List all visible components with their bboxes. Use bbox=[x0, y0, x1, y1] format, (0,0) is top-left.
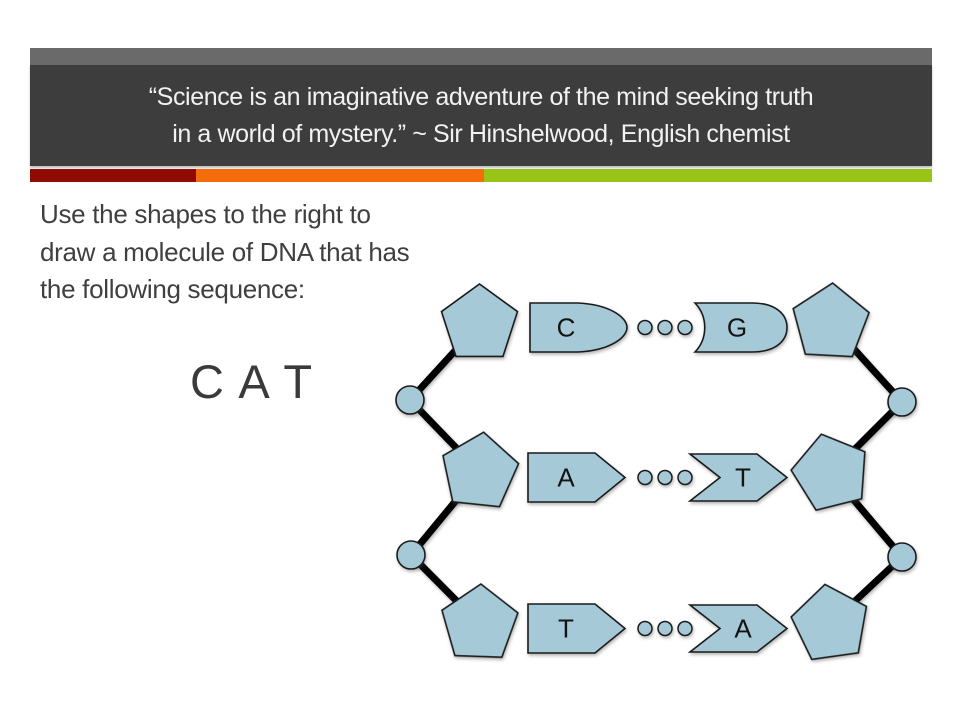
hydrogen-bond-dot bbox=[657, 319, 673, 336]
hydrogen-bond-dot bbox=[677, 469, 693, 486]
accent-stripe-orange bbox=[196, 169, 484, 182]
pentagon-sugar bbox=[440, 283, 519, 358]
accent-stripe-green bbox=[484, 169, 932, 182]
phosphate-circle bbox=[395, 385, 425, 415]
pentagon-sugar bbox=[441, 583, 519, 659]
base-label-right: T bbox=[735, 463, 751, 493]
header-top-band bbox=[30, 48, 932, 65]
base-label-right: A bbox=[734, 614, 752, 644]
quote-line-2: in a world of mystery.” ~ Sir Hinshelwoo… bbox=[172, 119, 790, 148]
pentagon-sugar bbox=[790, 583, 868, 661]
instruction-line-2: draw a molecule of DNA that has bbox=[40, 236, 410, 267]
quote-block: “Science is an imaginative adventure of … bbox=[30, 65, 932, 166]
accent-stripe bbox=[30, 169, 932, 182]
hydrogen-bond-dot bbox=[677, 319, 693, 336]
hydrogen-bond-dot bbox=[637, 620, 653, 637]
header-banner: “Science is an imaginative adventure of … bbox=[30, 48, 932, 182]
hydrogen-bond-dot bbox=[657, 620, 673, 637]
hydrogen-bond-dot bbox=[637, 469, 653, 486]
instruction-text: Use the shapes to the right to draw a mo… bbox=[40, 196, 470, 309]
quote-line-1: “Science is an imaginative adventure of … bbox=[148, 82, 814, 111]
base-shape-A bbox=[527, 452, 627, 503]
accent-stripe-red bbox=[30, 169, 196, 182]
pentagon-sugar bbox=[792, 282, 871, 358]
hydrogen-bond-dot bbox=[677, 620, 693, 637]
phosphate-circle bbox=[396, 540, 426, 570]
phosphate-circle bbox=[887, 542, 917, 572]
base-label-left: A bbox=[557, 463, 575, 493]
sequence-text: C A T bbox=[190, 355, 315, 408]
dna-diagram: C G A T T A bbox=[395, 282, 917, 661]
pentagon-sugar bbox=[790, 433, 866, 512]
base-shape-A bbox=[687, 604, 789, 653]
instruction-line-1: Use the shapes to the right to bbox=[40, 199, 371, 229]
base-shape-T bbox=[687, 453, 789, 502]
base-shape-C bbox=[529, 302, 628, 353]
base-shape-G bbox=[693, 302, 788, 353]
base-label-left: C bbox=[557, 313, 576, 343]
hydrogen-bond-dot bbox=[637, 319, 653, 336]
base-shape-T bbox=[527, 603, 627, 654]
phosphate-circle bbox=[887, 387, 917, 417]
hydrogen-bond-dot bbox=[657, 469, 673, 486]
instruction-line-3: the following sequence: bbox=[40, 274, 305, 304]
pentagon-sugar bbox=[442, 431, 520, 508]
base-label-right: G bbox=[727, 313, 747, 343]
base-label-left: T bbox=[558, 614, 574, 644]
